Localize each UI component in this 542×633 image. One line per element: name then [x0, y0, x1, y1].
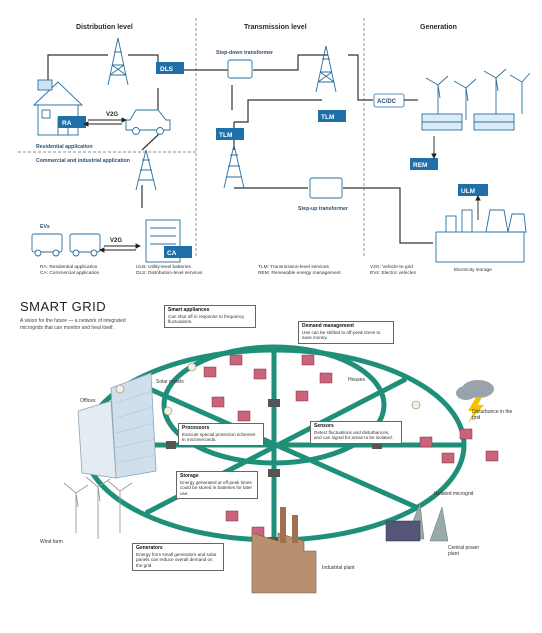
disturbance-cloud-icon — [456, 380, 494, 423]
header-distribution: Distribution level — [76, 24, 133, 31]
legend-v2g: V2G: Vehicle-to-grid — [370, 264, 413, 270]
label-central-power-plant: Central power plant — [448, 545, 480, 557]
v2g-bottom-label: V2G — [110, 238, 122, 244]
evs-icon — [31, 233, 101, 257]
callout-sensors: Sensors Detect fluctuations and disturba… — [310, 421, 402, 444]
ev-car-icon — [125, 109, 171, 135]
ra-tag-label: RA — [62, 120, 72, 127]
step-down-transformer-icon — [227, 59, 253, 79]
transformer-icons — [227, 59, 343, 199]
callout-smart-appliances-body: Can shut off in response to frequency fl… — [168, 313, 245, 325]
smart-grid-title: SMART GRID — [20, 299, 107, 314]
residential-label: Residential application — [36, 144, 93, 150]
legend-tlm: TLM: Transmission-level services — [258, 264, 330, 270]
dls-tag — [156, 62, 184, 74]
rem-tag — [410, 158, 438, 170]
smart-grid-illustration: SMART GRID A vision for the future — a n… — [16, 293, 528, 615]
tags: DLS RA TLM TLM CA REM ULM AC/DC — [58, 62, 488, 258]
callout-storage-head: Storage — [180, 473, 199, 479]
tower-commercial-icon — [135, 149, 157, 191]
ca-tag-label: CA — [167, 250, 177, 257]
power-plant-icon — [435, 209, 527, 263]
callout-sensors-head: Sensors — [314, 423, 334, 429]
v2g-top-label: V2G — [106, 112, 118, 118]
offices-icon — [77, 372, 157, 479]
step-up-transformer-icon — [309, 177, 343, 199]
label-solar-panels: Solar panels — [156, 379, 184, 385]
callout-storage: Storage Energy generated at off-peak tim… — [176, 471, 258, 500]
tlm2-tag — [318, 110, 346, 122]
power-levels-diagram: Distribution level Transmission level Ge… — [18, 10, 530, 280]
callout-processors: Processors Execute special protection sc… — [178, 423, 264, 446]
acdc-label: AC/DC — [377, 99, 397, 105]
callout-generators-body: Energy from small generators and solar p… — [136, 551, 217, 568]
tlm1-tag-label: TLM — [219, 132, 232, 139]
houses-icons — [203, 354, 499, 538]
legend-dls: DLS: Distribution-level services — [136, 270, 203, 276]
acdc-box — [373, 93, 405, 108]
callout-smart-appliances: Smart appliances Can shut off in respons… — [164, 305, 256, 328]
callout-sensors-body: Detect fluctuations and disturbances, an… — [314, 429, 393, 441]
header-transmission: Transmission level — [244, 24, 307, 31]
ulm-tag — [458, 184, 488, 196]
evs-label: EVs — [40, 224, 50, 230]
dls-tag-label: DLS — [160, 66, 174, 73]
legend-ca: CA: Commercial application — [40, 270, 100, 276]
legend-evs: EVs: Electric vehicles — [370, 270, 416, 276]
tlm2-tag-label: TLM — [321, 114, 334, 121]
callout-smart-appliances-head: Smart appliances — [168, 307, 210, 313]
label-wind-farm: Wind farm — [40, 539, 63, 545]
header-generation: Generation — [420, 24, 457, 31]
ulm-tag-label: ULM — [461, 188, 475, 195]
legend-ulb: ULB: Utility-level batteries — [136, 264, 192, 270]
smart-grid-svg — [63, 334, 499, 594]
central-power-plant-icon — [385, 502, 449, 542]
wind-turbines-icon — [425, 68, 530, 120]
ra-tag — [58, 116, 86, 128]
label-isolated-microgrid: Isolated microgrid — [434, 491, 474, 497]
tower-icons — [107, 37, 337, 191]
callout-generators: Generators Energy from small generators … — [132, 543, 224, 572]
callout-processors-body: Execute special protection schemes in mi… — [182, 431, 256, 443]
label-offices: Offices — [80, 398, 96, 404]
step-down-label: Step-down transformer — [216, 50, 273, 56]
rem-tag-label: REM — [413, 162, 427, 169]
legend-storage: Electricity storage — [454, 267, 492, 273]
callout-processors-head: Processors — [182, 425, 210, 431]
wind-farm-icon — [63, 476, 133, 539]
legend-ra: RA: Residential application — [40, 264, 98, 270]
tlm1-tag — [216, 128, 244, 140]
legend: RA: Residential application CA: Commerci… — [40, 264, 492, 276]
label-houses: Houses — [348, 377, 365, 383]
callout-demand-management-body: Use can be shifted to off-peak times to … — [302, 329, 381, 341]
tower-distribution-icon — [107, 37, 129, 86]
callout-storage-body: Energy generated at off-peak times could… — [180, 479, 253, 496]
commercial-label: Commercial and industrial application — [36, 158, 130, 164]
step-up-label: Step-up transformer — [298, 206, 348, 212]
callout-demand-management: Demand management Use can be shifted to … — [298, 321, 394, 344]
solar-panels-icon — [421, 113, 515, 131]
flow-arrows — [82, 117, 481, 253]
smart-grid-subtitle: A vision for the future — a network of i… — [20, 318, 126, 331]
callout-demand-management-head: Demand management — [302, 323, 354, 329]
legend-rem: REM: Renewable energy management — [258, 270, 341, 276]
label-disturbance: Disturbance in the grid — [472, 409, 513, 421]
levels-svg: DLS RA TLM TLM CA REM ULM AC/DC — [18, 18, 530, 276]
industrial-plant-icon — [251, 507, 317, 594]
tower-transmission-icon — [315, 45, 337, 93]
label-industrial-plant: Industrial plant — [322, 565, 355, 571]
callout-generators-head: Generators — [136, 545, 163, 551]
ca-tag — [164, 246, 192, 258]
power-lines — [47, 54, 433, 244]
tower-transmission-2-icon — [223, 144, 245, 189]
